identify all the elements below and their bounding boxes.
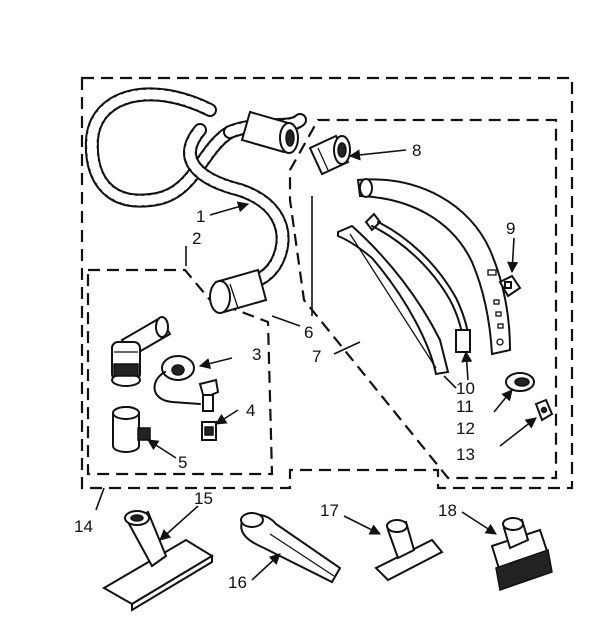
label-5: 5 bbox=[178, 453, 187, 472]
label-17: 17 bbox=[320, 501, 339, 520]
label-18: 18 bbox=[438, 501, 457, 520]
part-16-crevice-tool bbox=[240, 512, 342, 584]
hose-top-cuff bbox=[240, 110, 299, 154]
kit-boundary-outline bbox=[80, 76, 574, 490]
part-15-floor-nozzle bbox=[102, 510, 214, 612]
hose-bottom-cuff bbox=[209, 268, 268, 314]
part-4-clip bbox=[201, 421, 217, 441]
part-10-wire-assembly bbox=[364, 212, 471, 353]
part-9-clip bbox=[498, 274, 522, 298]
label-7: 7 bbox=[312, 347, 321, 366]
label-14: 14 bbox=[74, 517, 93, 536]
part-13-latch bbox=[534, 398, 554, 422]
attachment-group-outline bbox=[86, 268, 274, 476]
label-16: 16 bbox=[228, 573, 247, 592]
part-3-cord-clip bbox=[153, 355, 220, 412]
part-17-upholstery-tool bbox=[374, 519, 444, 582]
part-8-coupling bbox=[308, 134, 351, 176]
label-13: 13 bbox=[456, 445, 475, 464]
leader-lines bbox=[95, 149, 537, 581]
hose-assembly bbox=[84, 87, 307, 314]
label-8: 8 bbox=[412, 141, 421, 160]
label-3: 3 bbox=[252, 345, 261, 364]
label-1: 1 bbox=[196, 207, 205, 226]
label-2: 2 bbox=[192, 229, 201, 248]
label-6: 6 bbox=[304, 323, 313, 342]
part-5-adapter-cylinder bbox=[112, 406, 151, 453]
part-12-button bbox=[505, 372, 535, 392]
label-11: 11 bbox=[456, 397, 474, 416]
part-2-swivel-adapter bbox=[111, 316, 172, 387]
part-11-channel bbox=[337, 224, 450, 376]
label-9: 9 bbox=[506, 219, 515, 238]
label-12: 12 bbox=[456, 419, 475, 438]
wand-group-outline bbox=[288, 118, 558, 480]
label-10: 10 bbox=[456, 379, 475, 398]
part-7-wand bbox=[356, 178, 512, 356]
label-15: 15 bbox=[194, 489, 213, 508]
label-4: 4 bbox=[246, 401, 255, 420]
part-18-dusting-brush bbox=[490, 517, 553, 591]
